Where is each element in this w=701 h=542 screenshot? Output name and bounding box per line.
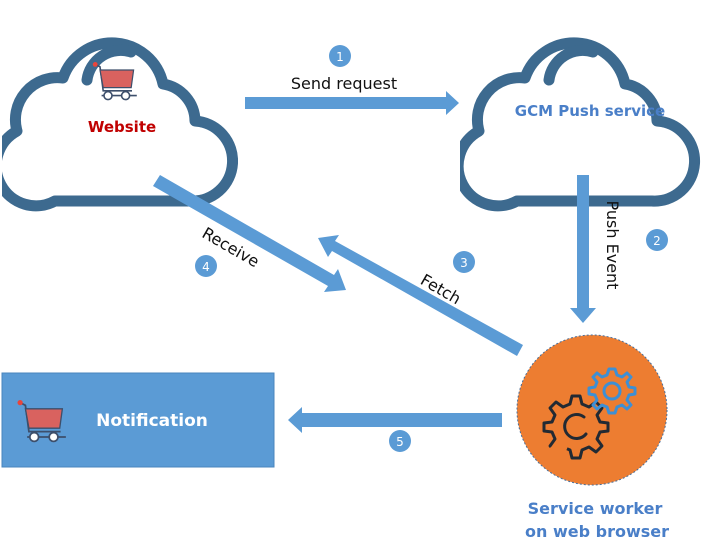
step-badge [646, 229, 668, 251]
step-2-arrow: Push Event 2 [570, 175, 668, 323]
notification-label: Notification [96, 411, 208, 431]
step-badge [195, 255, 217, 277]
service-worker-node: Service worker on web browser [516, 334, 669, 541]
arrow-diagonal-down [153, 175, 346, 292]
step-4-arrow: Receive 4 [153, 175, 346, 292]
step-number: 4 [202, 260, 210, 274]
step-badge [389, 430, 411, 452]
gcm-label: GCM Push service [515, 102, 665, 120]
gears-icon [542, 367, 637, 460]
website-label: Website [88, 118, 156, 136]
cloud-icon [458, 43, 694, 206]
arrow-right [245, 91, 459, 115]
arrow-diagonal-up [318, 235, 523, 356]
notification-node: Notification [1, 372, 275, 468]
step-5-arrow: 5 [288, 407, 502, 452]
step-3-arrow: Fetch 3 [318, 235, 523, 356]
service-worker-label-line2: on web browser [525, 522, 669, 541]
step-badge [329, 45, 351, 67]
service-worker-circle [516, 334, 668, 486]
step-number: 1 [336, 50, 344, 64]
gcm-push-service-node: GCM Push service [458, 43, 694, 206]
service-worker-label-line1: Service worker [528, 499, 663, 518]
website-node: Website [0, 43, 233, 206]
step-number: 2 [653, 234, 661, 248]
step-label: Send request [291, 74, 397, 93]
step-number: 5 [396, 435, 404, 449]
step-1-arrow: 1 Send request [245, 45, 459, 115]
step-badge [453, 251, 475, 273]
step-label: Push Event [603, 201, 622, 290]
arrow-down [570, 175, 596, 323]
step-number: 3 [460, 256, 468, 270]
arrow-left [288, 407, 502, 433]
